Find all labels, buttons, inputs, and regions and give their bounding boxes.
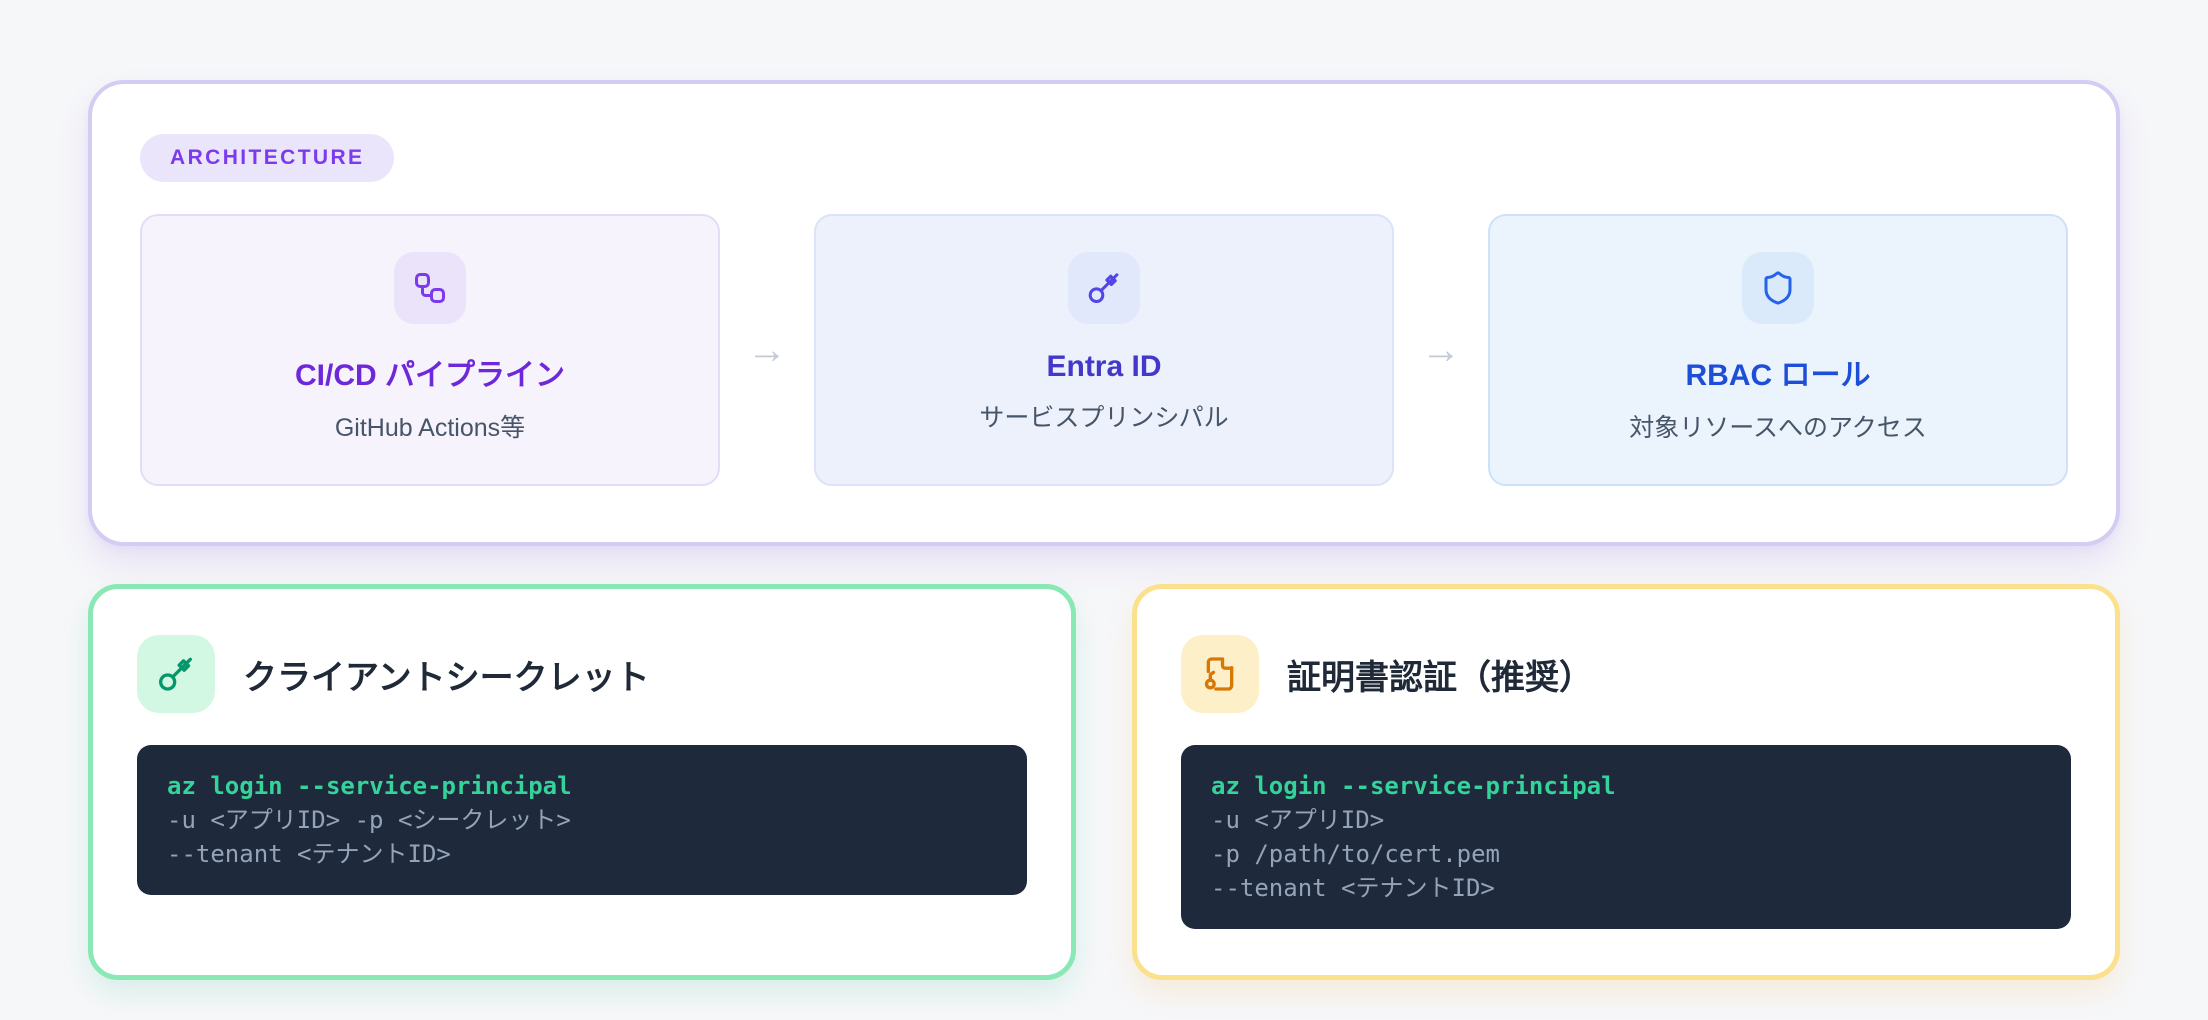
node-cicd-pipeline: CI/CD パイプライン GitHub Actions等 — [140, 214, 720, 486]
client-secret-card: クライアントシークレット az login --service-principa… — [88, 584, 1076, 980]
certificate-auth-card: 証明書認証（推奨） az login --service-principal -… — [1132, 584, 2120, 980]
card-title: 証明書認証（推奨） — [1287, 658, 1593, 697]
node-entra-id: Entra ID サービスプリンシパル — [814, 214, 1394, 486]
code-line: az login --service-principal — [167, 772, 572, 800]
code-block: az login --service-principal -u <アプリID> … — [137, 745, 1027, 895]
card-header: クライアントシークレット — [137, 635, 1027, 713]
file-key-icon — [1181, 635, 1259, 713]
code-line: az login --service-principal — [1211, 772, 1616, 800]
architecture-panel: ARCHITECTURE CI/CD パイプライン GitHub Actions… — [88, 80, 2120, 546]
node-rbac-role: RBAC ロール 対象リソースへのアクセス — [1488, 214, 2068, 486]
code-line: -u <アプリID> -p <シークレット> — [167, 806, 571, 834]
key-icon — [137, 635, 215, 713]
workflow-icon — [394, 252, 466, 324]
node-subtitle: サービスプリンシパル — [979, 404, 1229, 432]
shield-icon — [1742, 252, 1814, 324]
node-title: RBAC ロール — [1685, 359, 1871, 392]
node-title: Entra ID — [1046, 350, 1162, 383]
key-icon — [1068, 252, 1140, 324]
architecture-badge: ARCHITECTURE — [140, 134, 395, 182]
node-title: CI/CD パイプライン — [295, 359, 565, 392]
flow-arrow-icon: → — [1421, 327, 1461, 372]
node-subtitle: GitHub Actions等 — [334, 414, 526, 442]
code-block: az login --service-principal -u <アプリID> … — [1181, 745, 2071, 929]
architecture-flow: CI/CD パイプライン GitHub Actions等 → Entra ID … — [140, 214, 2068, 486]
card-title: クライアントシークレット — [243, 658, 650, 697]
code-line: -p /path/to/cert.pem — [1211, 840, 1500, 868]
flow-arrow-icon: → — [747, 327, 787, 372]
code-line: -u <アプリID> — [1211, 806, 1385, 834]
node-subtitle: 対象リソースへのアクセス — [1629, 414, 1927, 442]
code-line: --tenant <テナントID> — [1211, 874, 1495, 902]
card-header: 証明書認証（推奨） — [1181, 635, 2071, 713]
auth-methods-row: クライアントシークレット az login --service-principa… — [88, 584, 2120, 980]
code-line: --tenant <テナントID> — [167, 840, 451, 868]
